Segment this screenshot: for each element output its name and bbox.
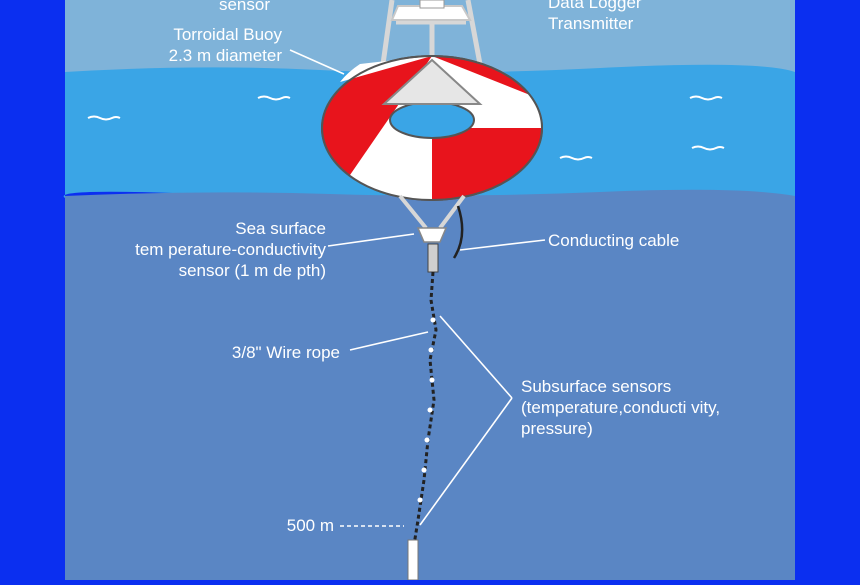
subsurface-sensors-label: Subsurface sensors (temperature,conducti… [521,377,721,438]
wire-rope [412,271,438,546]
sensor-label: sensor [218,0,270,14]
data-logger-label: Data Logger Transmitter [548,0,642,33]
bridle [398,194,466,230]
depth-label: 500 m [286,516,334,535]
sst-sensor-body [416,227,448,243]
buoy-label: Torroidal Buoy 2.3 m diameter [168,25,282,65]
shackle [427,243,439,273]
torroidal-buoy [321,55,543,201]
leader-lines [289,49,546,527]
anchor-weight [407,539,419,581]
wave-marks [87,95,725,161]
sst-sensor-label: Sea surface tem perature-conductivity se… [135,219,326,280]
conducting-cable-label: Conducting cable [548,231,680,250]
subsurface-sensor-marks [417,317,436,503]
conducting-cable-line [452,205,464,259]
deep-water [65,189,795,580]
wire-rope-label: 3/8" Wire rope [231,343,340,362]
transmitter-head [419,0,445,9]
